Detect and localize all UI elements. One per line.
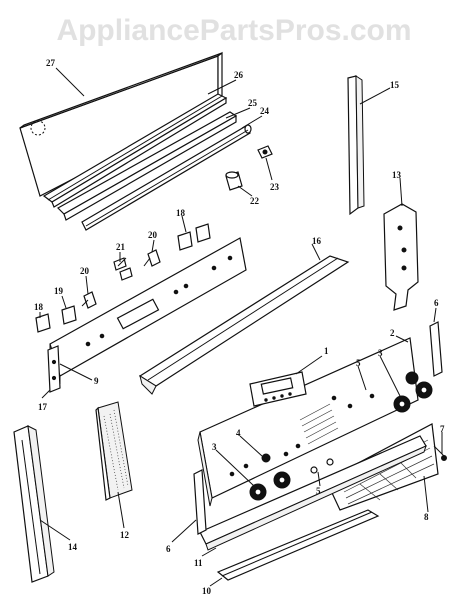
part-19-sleeve (61, 305, 77, 325)
callout-13: 13 (392, 170, 402, 180)
callout-18-lower: 18 (34, 302, 44, 312)
part-18-sleeves-upper (177, 223, 211, 251)
callout-15: 15 (390, 80, 400, 90)
part-3-knobs-right (393, 371, 433, 413)
callout-labels: 27 26 25 24 15 23 22 13 18 20 21 16 20 1… (34, 58, 445, 596)
part-15-side-trim (347, 75, 365, 216)
callout-23: 23 (270, 182, 280, 192)
callout-3-lower: 3 (212, 442, 217, 452)
part-12-glass-insert (95, 401, 133, 501)
callout-25: 25 (248, 98, 258, 108)
part-22-bushing (225, 171, 243, 191)
part-20-switch-lower (81, 291, 97, 309)
callout-7: 7 (440, 424, 445, 434)
callout-5-lower: 5 (316, 486, 321, 496)
part-24-tube (81, 124, 252, 231)
part-6-end-cap-lower (193, 469, 207, 535)
part-17-end-cap (47, 345, 61, 393)
part-11-bottom-trim (199, 435, 427, 551)
callout-16: 16 (312, 236, 322, 246)
part-20-switch-upper (143, 249, 161, 267)
callout-9: 9 (94, 376, 99, 386)
part-4-knob (261, 453, 291, 489)
callout-8: 8 (424, 512, 429, 522)
callout-4: 4 (236, 428, 241, 438)
callout-20-lower: 20 (80, 266, 90, 276)
part-13-end-bracket (383, 203, 419, 311)
callout-2: 2 (390, 328, 395, 338)
part-1-clock-module (249, 371, 307, 407)
callout-26: 26 (234, 70, 244, 80)
callout-27: 27 (46, 58, 56, 68)
part-23-clip (257, 145, 273, 159)
callout-22: 22 (250, 196, 260, 206)
callout-3-upper: 3 (378, 348, 383, 358)
callout-21: 21 (116, 242, 126, 252)
callout-14: 14 (68, 542, 78, 552)
part-18-sleeve-lower (35, 313, 51, 333)
part-7-screw (433, 445, 447, 461)
callout-17: 17 (38, 402, 48, 412)
leader-lines (39, 67, 443, 587)
callout-24: 24 (260, 106, 270, 116)
callout-5-upper: 5 (356, 358, 361, 368)
part-2-main-panel (197, 337, 419, 507)
part-3-knob-left (249, 483, 267, 501)
callout-11: 11 (194, 558, 203, 568)
callout-18-upper: 18 (176, 208, 186, 218)
callout-19: 19 (54, 286, 64, 296)
part-26-trim-strip (42, 93, 228, 208)
callout-20-upper: 20 (148, 230, 158, 240)
callout-6-lower: 6 (166, 544, 171, 554)
part-21-switch (113, 257, 133, 281)
part-14-side-trim (13, 425, 55, 583)
callout-6-upper: 6 (434, 298, 439, 308)
callout-12: 12 (120, 530, 130, 540)
watermark: AppliancePartsPros.com (56, 14, 412, 47)
part-5-clips-lower (310, 458, 334, 474)
callout-1: 1 (324, 346, 329, 356)
part-10-lower-trim (216, 509, 380, 581)
part-25-channel (57, 111, 238, 221)
part-6-end-cap-upper (429, 321, 443, 377)
callout-10: 10 (202, 586, 212, 596)
part-16-top-trim (138, 255, 350, 395)
